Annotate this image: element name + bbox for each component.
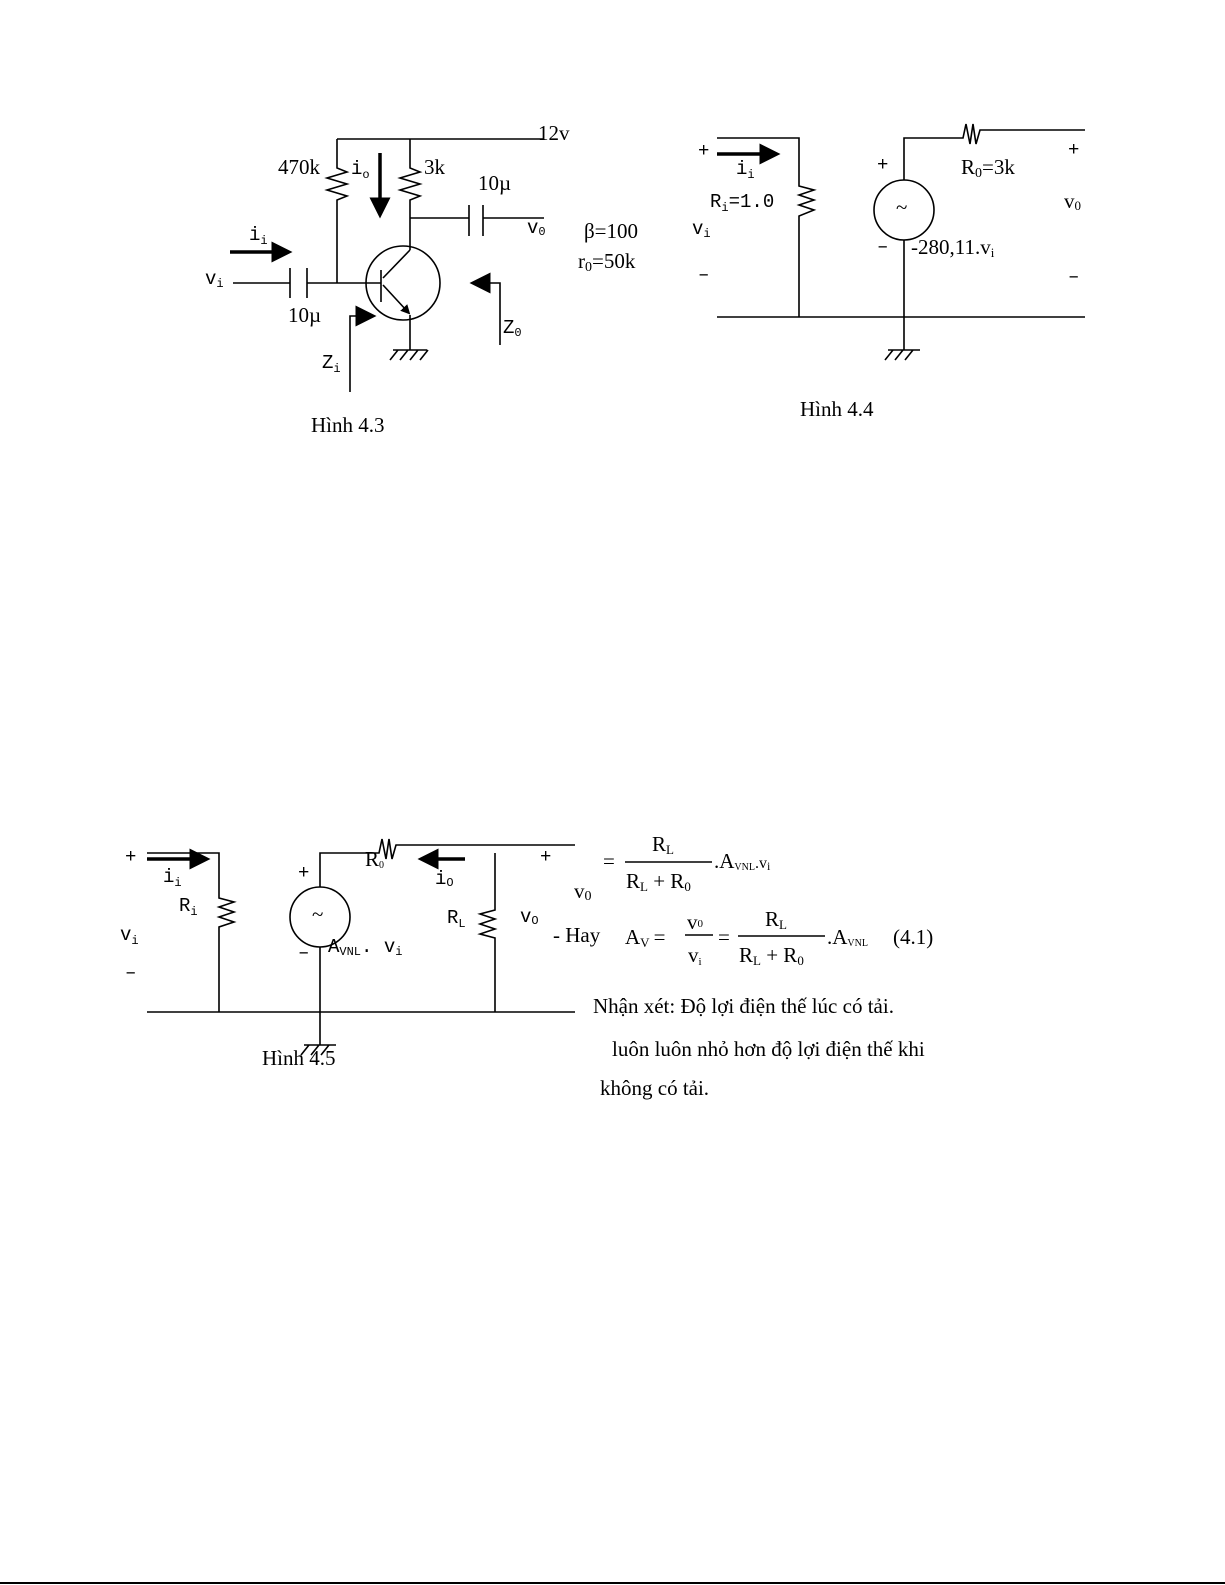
svg-text:ii: ii: [163, 866, 182, 890]
caption-4-5: Hình 4.5: [262, 1046, 336, 1070]
figure-4-3-transistor-amplifier: 12v 470k io 3k 10µ v0 ii vi 10µ Zi Z0 β=…: [205, 121, 638, 437]
resistor-470k: [324, 139, 350, 283]
voltage-source-icon: [289, 886, 351, 948]
svg-text:Ri=1.0: Ri=1.0: [710, 191, 774, 215]
svg-text:RL: RL: [447, 907, 466, 931]
r-base-label: 470k: [278, 155, 321, 179]
transistor-symbol: [365, 245, 441, 321]
ground-icon: [389, 315, 429, 361]
cap-out-label: 10µ: [478, 171, 511, 195]
svg-text:v0: v0: [527, 217, 546, 239]
svg-text:vi: vi: [120, 924, 139, 948]
svg-text:–: –: [125, 962, 136, 984]
svg-text:RL: RL: [652, 832, 674, 857]
svg-text:io: io: [351, 158, 370, 182]
svg-text:- Hay: - Hay: [553, 923, 601, 947]
svg-text:R0: R0: [365, 847, 384, 871]
svg-text:r0=50k: r0=50k: [578, 249, 636, 275]
remark-line-3: không có tải.: [600, 1076, 709, 1100]
svg-text:Z0: Z0: [503, 317, 522, 340]
ii-label: i: [249, 224, 260, 246]
supply-label: 12v: [538, 121, 570, 145]
vi-label: v: [205, 268, 216, 290]
svg-text:+: +: [877, 154, 888, 176]
svg-text:~: ~: [312, 902, 323, 926]
svg-text:–: –: [1068, 266, 1079, 288]
resistor-3k: [397, 139, 423, 250]
svg-text:+: +: [540, 846, 551, 868]
equations: v0 = RL RL + R0 .AVNL.vi - Hay AV= v0 vi…: [553, 832, 933, 968]
remark-line-1: Nhận xét: Độ lợi điện thế lúc có tải.: [593, 994, 894, 1018]
input-capacitor: [233, 268, 381, 298]
svg-text:AVNL. vi: AVNL. vi: [328, 936, 402, 959]
remark: Nhận xét: Độ lợi điện thế lúc có tải. lu…: [593, 994, 925, 1100]
svg-text:.AVNL.vi: .AVNL.vi: [714, 849, 771, 873]
svg-text:RL: RL: [765, 907, 787, 932]
svg-text:+: +: [125, 846, 136, 868]
caption-4-3: Hình 4.3: [311, 413, 385, 437]
rc-label: 3k: [424, 155, 446, 179]
svg-text:vi: vi: [688, 943, 702, 968]
svg-text:–: –: [877, 236, 888, 258]
vo-label: v: [527, 217, 538, 239]
svg-text:Zi: Zi: [322, 352, 341, 376]
remark-line-2: luôn luôn nhỏ hơn độ lợi điện thế khi: [612, 1037, 925, 1061]
svg-text:-280,11.vi: -280,11.vi: [911, 235, 995, 260]
svg-text:+: +: [1068, 139, 1079, 161]
beta-label: β=100: [584, 219, 638, 243]
io-label: i: [351, 158, 362, 180]
svg-text:+: +: [298, 862, 309, 884]
svg-text:.AVNL: .AVNL: [827, 925, 868, 949]
svg-text:iO: iO: [435, 868, 454, 890]
svg-text:vi: vi: [205, 268, 224, 291]
svg-text:~: ~: [896, 195, 907, 219]
zi-arrow: [349, 315, 366, 392]
svg-text:R0=3k: R0=3k: [961, 155, 1015, 181]
svg-text:=: =: [603, 849, 615, 873]
svg-text:vi: vi: [692, 218, 711, 241]
svg-text:v0: v0: [1064, 189, 1081, 213]
svg-text:AV=: AV=: [625, 925, 665, 950]
svg-text:RL + R0: RL + R0: [739, 943, 804, 968]
svg-text:RL + R0: RL + R0: [626, 869, 691, 894]
zo-label: Z: [503, 317, 514, 339]
svg-text:–: –: [698, 264, 709, 286]
svg-text:vO: vO: [520, 906, 539, 928]
svg-text:v0: v0: [687, 910, 704, 934]
svg-text:ii: ii: [736, 158, 755, 182]
r0-label: r: [578, 249, 585, 273]
zi-label: Z: [322, 352, 333, 374]
svg-text:+: +: [698, 140, 709, 162]
caption-4-4: Hình 4.4: [800, 397, 874, 421]
cap-in-label: 10µ: [288, 303, 321, 327]
equation-number: (4.1): [893, 925, 933, 949]
svg-text:=: =: [718, 925, 730, 949]
figure-4-4-equivalent-circuit: ~ + ii Ri=1.0 vi – + – R0=3k -280,11.vi …: [692, 123, 1085, 421]
svg-text:–: –: [298, 942, 309, 964]
svg-text:Ri: Ri: [179, 895, 198, 919]
svg-text:v0: v0: [574, 879, 592, 904]
svg-text:ii: ii: [249, 224, 268, 248]
figure-4-5-loaded-circuit: ~ + ii Ri vi – + – AVNL. vi R0 iO RL vO …: [120, 838, 575, 1070]
voltage-source-icon: [873, 179, 935, 241]
